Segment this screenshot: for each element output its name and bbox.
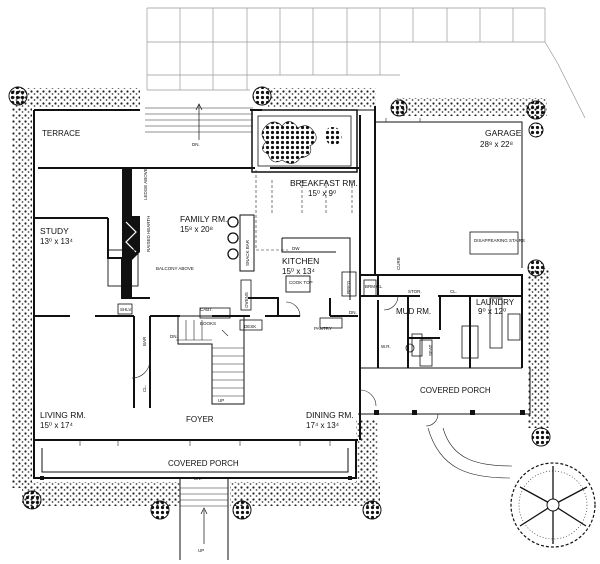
garage-label: GARAGE — [485, 128, 522, 138]
broom-closet-label: BRM CL — [365, 284, 382, 289]
dn-kitchen-label: DN. — [349, 310, 357, 315]
terrace-label: TERRACE — [42, 129, 80, 138]
laundry-closet-label: CL. — [450, 289, 457, 294]
front-porch-label: COVERED PORCH — [168, 459, 239, 468]
snack-bar — [227, 214, 255, 272]
mud-label: MUD RM. — [396, 307, 431, 316]
windows — [33, 118, 421, 446]
breakfast-label: BREAKFAST RM. — [290, 178, 358, 188]
annotations: DN. LEDGE ABOVE RAISED HEARTH BALCONY AB… — [120, 142, 525, 553]
door-swings — [131, 295, 439, 427]
fireplace — [107, 168, 140, 298]
up-porch-label: UP — [198, 548, 204, 553]
washroom-label: W.R. — [381, 344, 391, 349]
cooktop-label: COOK TOP — [289, 280, 313, 285]
breakfast-openings — [255, 170, 353, 251]
breakfast-size: 15⁰ x 9⁰ — [308, 189, 336, 198]
cabinet-label: CABT. — [200, 307, 213, 312]
ledge-above-label: LEDGE ABOVE — [143, 168, 148, 200]
dining-label: DINING RM. — [306, 410, 354, 420]
foyer-closet-label: CL. — [142, 385, 147, 392]
dining-size: 17⁴ x 13⁴ — [306, 421, 340, 430]
shrubs — [8, 86, 551, 520]
disappearing-stairs-box — [469, 231, 519, 255]
foyer-label: FOYER — [186, 415, 214, 424]
entry-steps — [179, 478, 229, 560]
pantry-label: PANTRY — [314, 326, 332, 331]
up-stair-label: UP — [218, 398, 224, 403]
tree — [510, 462, 596, 548]
dn-porch-label: DN. — [194, 476, 202, 481]
planter — [251, 109, 358, 173]
kitchen-counters — [240, 237, 377, 311]
study-label: STUDY — [40, 226, 69, 236]
porch-posts — [40, 410, 525, 480]
snack-bar-label: SNACK BAR — [245, 239, 250, 266]
exterior-walls — [33, 106, 531, 479]
built-ins — [117, 303, 263, 331]
laundry-fixtures — [319, 297, 521, 367]
family-label: FAMILY RM. — [180, 214, 227, 224]
kitchen-size: 15⁰ x 13⁴ — [282, 267, 315, 276]
kitchen-label: KITCHEN — [282, 256, 319, 266]
paving-grid — [146, 7, 586, 119]
room-labels: TERRACE GARAGE 28⁸ x 22⁸ BREAKFAST RM. 1… — [40, 128, 522, 468]
storage-label: STOR. — [408, 289, 422, 294]
ovens-label: OVENS — [244, 292, 249, 308]
interior-walls — [34, 217, 522, 408]
laundry-label: LAUNDRY — [476, 298, 515, 307]
raised-hearth-label: RAISED HEARTH — [146, 216, 151, 252]
seat-label: SEAT — [428, 344, 433, 356]
garage-size: 28⁸ x 22⁸ — [480, 140, 513, 149]
bar-label: BAR — [142, 336, 147, 346]
family-size: 15⁸ x 20⁸ — [180, 225, 213, 234]
refrigerator-label: REF'G — [346, 280, 351, 294]
side-porch-label: COVERED PORCH — [420, 386, 491, 395]
dn-stair-label: DN. — [170, 334, 178, 339]
living-size: 15⁰ x 17⁴ — [40, 421, 73, 430]
laundry-size: 9⁰ x 12⁰ — [478, 307, 506, 316]
terrace-steps — [145, 103, 253, 140]
study-size: 13⁰ x 13⁴ — [40, 237, 73, 246]
disappearing-stairs-label: DISAPPEARING STAIRS — [474, 238, 525, 243]
desk-label: DESK — [244, 324, 256, 329]
main-stair — [176, 315, 245, 405]
curb-label: CURB — [396, 257, 401, 270]
shelf-label: SHLV. — [120, 307, 132, 312]
books-label: BOOKS — [200, 321, 216, 326]
living-label: LIVING RM. — [40, 410, 86, 420]
walkway — [427, 427, 513, 479]
landscape-hedges — [12, 88, 550, 506]
balcony-above-label: BALCONY ABOVE — [156, 266, 194, 271]
dn-terrace-label: DN. — [192, 142, 200, 147]
dw-label: DW — [292, 246, 300, 251]
